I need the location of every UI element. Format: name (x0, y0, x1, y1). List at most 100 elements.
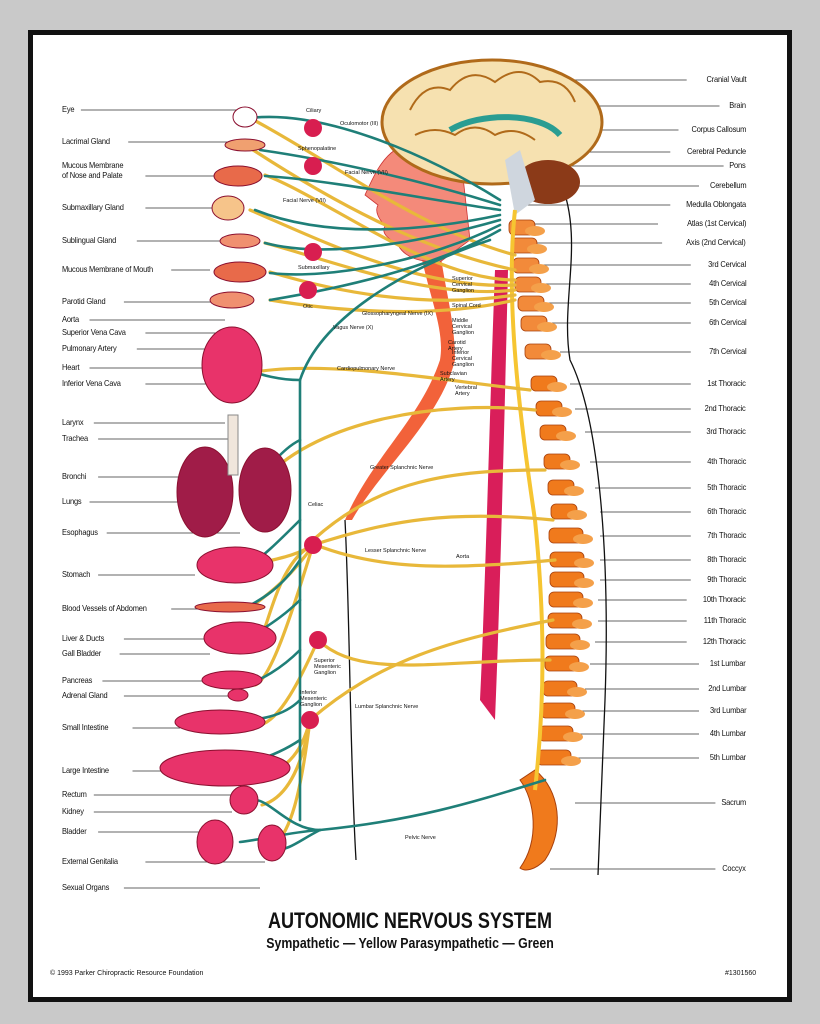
catalog-number: #1301560 (725, 970, 757, 977)
vertebra-process (561, 756, 581, 766)
nerve-label-facial-nerve-vii-: Facial Nerve (VII) (345, 170, 388, 176)
label-4th-thoracic: 4th Thoracic (707, 456, 746, 466)
parasympathetic-nerve (268, 228, 502, 302)
ganglion (309, 631, 327, 649)
label-3rd-cervical: 3rd Cervical (708, 259, 746, 269)
nerve-label-facial-nerve-vii-: Facial Nerve (VII) (283, 198, 326, 204)
label-trachea: Trachea (62, 433, 88, 443)
parasympathetic-nerve (298, 238, 492, 822)
vertebra-process (556, 431, 576, 441)
vertebra-process (570, 640, 590, 650)
label-7th-thoracic: 7th Thoracic (707, 530, 746, 540)
label-brain: Brain (729, 100, 746, 110)
nose-palate (213, 165, 263, 187)
rectum (229, 785, 259, 815)
label-small-intestine: Small Intestine (62, 722, 109, 732)
parasympathetic-nerve (263, 174, 502, 212)
nerve-label-spinal-cord: Spinal Cord (452, 303, 481, 309)
sublingual-gland (219, 233, 261, 249)
neck (345, 250, 455, 520)
vertebra-process (569, 662, 589, 672)
label-mucous-membrane: Mucous Membrane (62, 160, 124, 170)
nerve-label-ciliary: Ciliary (306, 108, 322, 114)
nerve-label-submaxillary: Submaxillary (298, 265, 330, 271)
nerve-label-oculomotor-iii-: Oculomotor (III) (340, 121, 379, 127)
abdominal-vessels (194, 601, 266, 613)
sympathetic-nerve (263, 405, 537, 480)
lacrimal-gland (224, 138, 266, 152)
label-8th-thoracic: 8th Thoracic (707, 554, 746, 564)
large-intestine (159, 749, 291, 787)
label-parotid-gland: Parotid Gland (62, 296, 106, 306)
vertebra-process (574, 558, 594, 568)
sympathetic-nerve (316, 638, 552, 667)
nerve-label-superior-cervical-ganglion: Superior Cervical Ganglion (452, 276, 475, 294)
lung-right (238, 447, 292, 533)
nerve-label-greater-splanchnic-nerve: Greater Splanchnic Nerve (370, 465, 434, 471)
parasympathetic-nerve (263, 218, 502, 251)
label-11th-thoracic: 11th Thoracic (703, 615, 747, 625)
vertebra-process (552, 407, 572, 417)
sacrum-coccyx (519, 769, 558, 871)
back-outline (559, 179, 607, 876)
label-medulla-oblongata: Medulla Oblongata (686, 199, 746, 209)
parasympathetic-nerve (253, 798, 322, 832)
poster-subtitle: Sympathetic — Yellow Parasympathetic — G… (266, 936, 554, 952)
label-gall-bladder: Gall Bladder (62, 648, 102, 658)
small-intestine (174, 709, 266, 735)
ganglion (299, 281, 317, 299)
sympathetic-nerve (311, 514, 555, 547)
label-of-nose-and-palate: of Nose and Palate (62, 170, 123, 180)
brainstem (505, 150, 535, 215)
sympathetic-nerve (263, 173, 517, 282)
label-pons: Pons (729, 160, 747, 170)
sympathetic-nerve (248, 146, 517, 272)
genitals (257, 824, 287, 862)
nerve-label-lesser-splanchnic-nerve: Lesser Splanchnic Nerve (365, 548, 427, 554)
parotid-gland (209, 291, 255, 309)
label-cerebral-peduncle: Cerebral Peduncle (687, 146, 746, 156)
label-5th-lumbar: 5th Lumbar (709, 752, 746, 762)
label-adrenal-gland: Adrenal Gland (62, 690, 108, 700)
nerve-label-sphenopalatine: Sphenopalatine (298, 146, 337, 152)
label-submaxillary-gland: Submaxillary Gland (62, 202, 124, 212)
pancreas (201, 670, 263, 690)
label-external-genitalia: External Genitalia (62, 856, 118, 866)
parasympathetic-nerve (253, 208, 502, 231)
vertebra-process (547, 382, 567, 392)
aorta (480, 270, 508, 720)
label-1st-lumbar: 1st Lumbar (710, 658, 746, 668)
nerve-label-lumbar-splanchnic-nerve: Lumbar Splanchnic Nerve (355, 704, 419, 710)
label-sacrum: Sacrum (721, 797, 746, 807)
nerve-label-superior-mesenteric-ganglion: Superior Mesenteric Ganglion (314, 658, 341, 676)
vertebra-process (574, 578, 594, 588)
liver (203, 621, 277, 655)
nerve-label-aorta: Aorta (456, 554, 470, 560)
sympathetic-nerve (314, 543, 557, 568)
label-large-intestine: Large Intestine (62, 765, 109, 775)
label-larynx: Larynx (62, 417, 84, 427)
ganglion (304, 243, 322, 261)
label-lacrimal-gland: Lacrimal Gland (62, 136, 110, 146)
nerve-label-glossopharyngeal-nerve-ix-: Glossopharyngeal Nerve (IX) (362, 311, 433, 317)
parasympathetic-nerve (258, 148, 502, 207)
sympathetic-nerve (268, 270, 517, 302)
vertebra-process (567, 687, 587, 697)
ganglion (301, 711, 319, 729)
label-bronchi: Bronchi (62, 471, 87, 481)
poster-title: AUTONOMIC NERVOUS SYSTEM (267, 908, 553, 933)
label-kidney: Kidney (62, 806, 84, 816)
nerve-label-middle-cervical-ganglion: Middle Cervical Ganglion (452, 318, 475, 336)
ganglion (304, 157, 322, 175)
bladder (196, 819, 234, 865)
vertebra-process (529, 264, 549, 274)
copyright-text: © 1993 Parker Chiropractic Resource Foun… (50, 970, 204, 977)
label-4th-lumbar: 4th Lumbar (709, 728, 746, 738)
nerve-label-inferior-cervical-ganglion: Inferior Cervical Ganglion (452, 350, 475, 368)
label-12th-thoracic: 12th Thoracic (703, 636, 746, 646)
vertebra-process (564, 486, 584, 496)
label-corpus-callosum: Corpus Callosum (691, 124, 746, 134)
nerve-label-pelvic-nerve: Pelvic Nerve (405, 835, 436, 841)
vertebra-process (573, 598, 593, 608)
nerve-label-vagus-nerve-x-: Vagus Nerve (X) (333, 325, 374, 331)
